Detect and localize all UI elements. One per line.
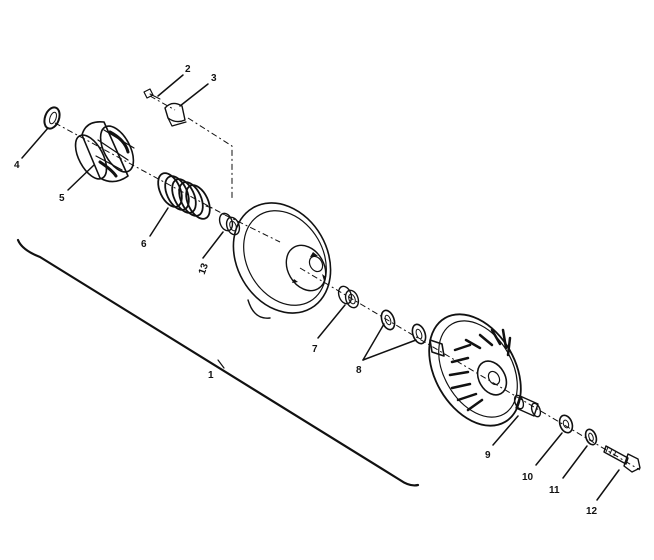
snap-ring-part (43, 106, 61, 130)
callout-12: 12 (586, 506, 598, 517)
callout-6: 6 (141, 239, 147, 250)
bolt-part (603, 445, 641, 473)
movable-sheave-part (428, 313, 522, 427)
cam-arm-part (164, 102, 187, 127)
spacer-part (513, 394, 542, 418)
lock-washer-part (584, 428, 598, 446)
callout-4: 4 (14, 160, 20, 171)
callout-1: 1 (208, 370, 214, 381)
callout-13: 13 (197, 262, 211, 277)
washers-part (380, 309, 427, 345)
leader-lines (21, 74, 620, 501)
callout-9: 9 (485, 450, 491, 461)
callout-labels: 1 2 3 4 5 6 7 8 9 10 11 12 13 (14, 64, 598, 517)
spring-part (157, 172, 213, 220)
fixed-sheave-part (232, 202, 332, 319)
callout-2: 2 (185, 64, 191, 75)
callout-8: 8 (356, 365, 362, 376)
callout-10: 10 (522, 472, 534, 483)
assembly-bracket (16, 238, 420, 487)
callout-11: 11 (549, 485, 560, 496)
center-axis-line (54, 95, 641, 471)
screw-part (143, 88, 161, 100)
flat-washer-part (558, 414, 574, 434)
callout-3: 3 (211, 73, 217, 84)
bushing-part (337, 285, 360, 309)
callout-7: 7 (312, 344, 318, 355)
helix-cam-part (74, 120, 135, 183)
callout-5: 5 (59, 193, 65, 204)
